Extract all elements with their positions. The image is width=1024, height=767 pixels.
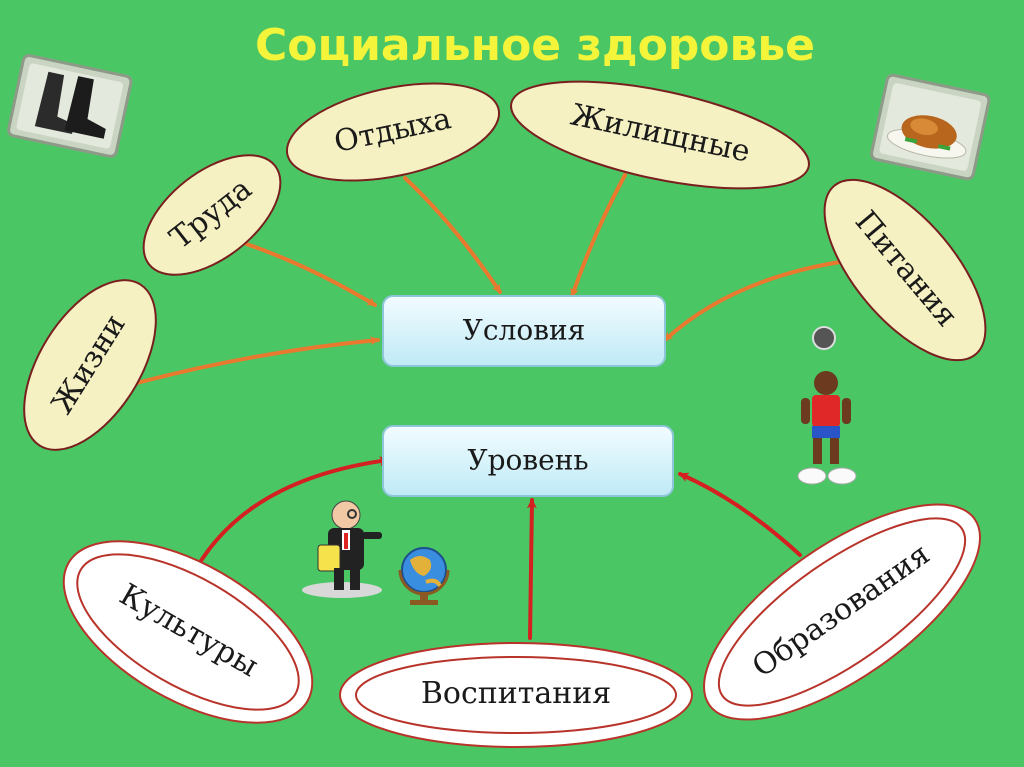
arrow-pitaniya-to-usloviya xyxy=(663,260,842,342)
arrow-otdykha-to-usloviya xyxy=(403,176,502,294)
node-zhilishchnye: Жилищные xyxy=(510,80,810,190)
node-truda: Труда xyxy=(142,154,282,276)
node-zhizni: Жизни xyxy=(23,279,157,451)
arrow-truda-to-usloviya xyxy=(226,236,377,307)
globe-icon xyxy=(398,547,450,605)
arrow-zhizni-to-usloviya xyxy=(116,336,380,390)
boots-icon xyxy=(7,54,133,158)
arrow-obrazovaniya-to-uroven xyxy=(678,472,802,557)
box-usloviya-label: Условия xyxy=(463,314,586,347)
node-obrazovaniya: Образования xyxy=(703,503,981,721)
arrow-vospitaniya-to-uroven xyxy=(526,498,537,640)
roast-chicken-icon xyxy=(870,73,991,181)
arrow-kultury-to-uroven xyxy=(188,456,390,582)
box-uroven-label: Уровень xyxy=(467,444,588,477)
node-vospitaniya-label: Воспитания xyxy=(421,676,611,711)
teacher-icon xyxy=(302,500,382,598)
node-pitaniya: Питания xyxy=(823,178,987,362)
level-arrows xyxy=(188,456,802,640)
page-title: Социальное здоровье xyxy=(255,20,815,71)
box-usloviya: Условия xyxy=(382,295,666,367)
node-otdykha: Отдыха xyxy=(285,82,501,182)
arrow-zhilishchnye-to-usloviya xyxy=(570,173,627,298)
box-uroven: Уровень xyxy=(382,425,674,497)
node-vospitaniya: Воспитания xyxy=(339,642,693,748)
node-kultury: Культуры xyxy=(62,540,314,724)
soccer-player-icon xyxy=(797,326,857,485)
